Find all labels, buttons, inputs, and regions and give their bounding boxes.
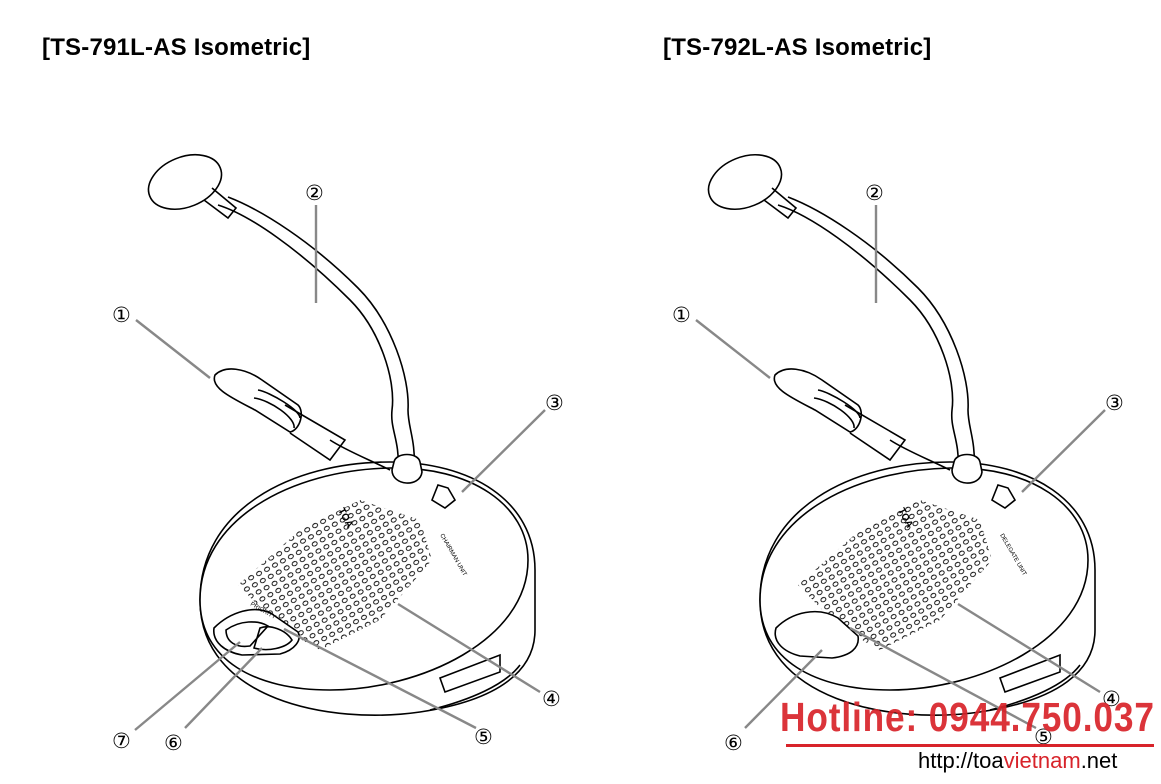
left-diagram-title: [TS-791L-AS Isometric] — [42, 34, 311, 61]
front-buttons — [774, 610, 859, 659]
left-callouts: ① ② ③ ④ ⑤ ⑥ ⑦ — [112, 182, 564, 755]
right-callout-3: ③ — [1105, 392, 1124, 415]
watermark-underline — [786, 744, 1154, 747]
url-accent: vietnam — [1003, 748, 1081, 773]
right-leader-lines — [695, 205, 1106, 730]
left-leader-lines — [134, 205, 546, 731]
right-callout-4: ④ — [1102, 688, 1121, 711]
hotline-watermark: Hotline: 0944.750.037 — [780, 694, 1155, 741]
left-callout-3: ③ — [545, 392, 564, 415]
left-callout-6: ⑥ — [164, 732, 183, 755]
xlr-connector — [213, 368, 391, 471]
delegate-unit-drawing — [707, 153, 1096, 716]
right-callout-2: ② — [865, 182, 884, 205]
xlr-connector — [773, 368, 951, 471]
right-callout-5: ⑤ — [1034, 726, 1053, 749]
speaker-grille — [238, 500, 432, 650]
left-callout-7: ⑦ — [112, 730, 131, 753]
right-diagram-title: [TS-792L-AS Isometric] — [663, 34, 932, 61]
hotline-label: Hotline: — [780, 694, 919, 740]
gooseneck-microphone — [147, 153, 423, 484]
url-plain: toa — [973, 748, 1004, 773]
website-url[interactable]: http://toavietnam.net — [918, 748, 1117, 774]
hotline-number: 0944.750.037 — [928, 694, 1155, 740]
left-callout-1: ① — [112, 304, 131, 327]
left-callout-2: ② — [305, 182, 324, 205]
right-callout-1: ① — [672, 304, 691, 327]
left-callout-5: ⑤ — [474, 726, 493, 749]
chairman-unit-drawing — [147, 153, 536, 716]
url-prefix: http:// — [918, 748, 974, 773]
left-callout-4: ④ — [542, 688, 561, 711]
url-suffix: .net — [1080, 748, 1118, 773]
gooseneck-microphone — [707, 153, 983, 484]
right-callout-6: ⑥ — [724, 732, 743, 755]
right-callouts: ① ② ③ ④ ⑤ ⑥ — [672, 182, 1124, 755]
speaker-grille — [798, 500, 992, 650]
